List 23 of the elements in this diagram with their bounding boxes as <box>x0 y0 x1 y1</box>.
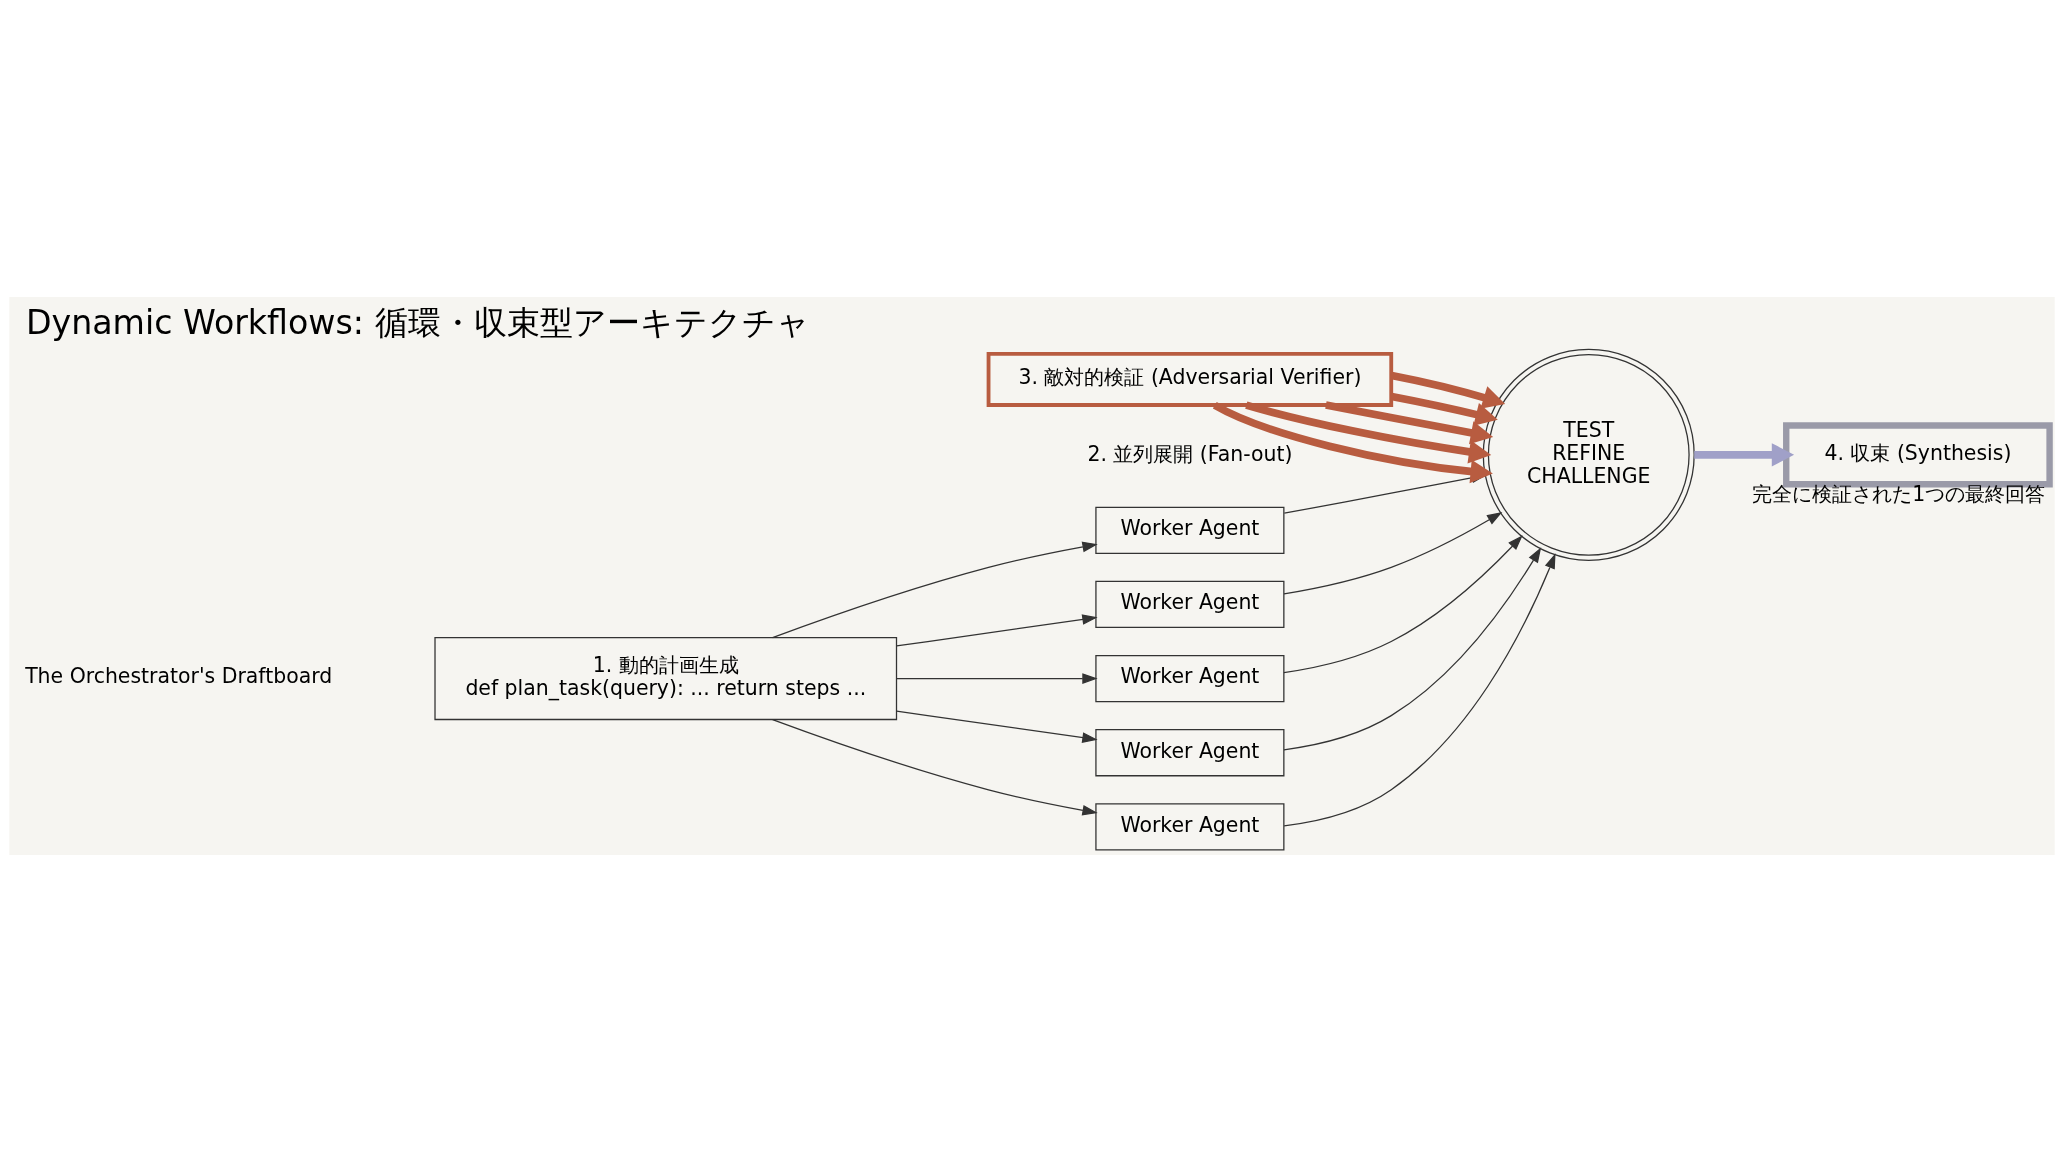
arrow <box>1283 535 1523 674</box>
node-box: 3. 敵対的検証 (Adversarial Verifier) <box>986 351 1394 407</box>
node-box: Worker Agent <box>1095 580 1285 629</box>
arrow <box>1390 371 1506 409</box>
arrow <box>895 710 1098 743</box>
node-box: 1. 動的計画生成 def plan_task(query): ... return steps ... <box>434 637 898 721</box>
arrow <box>1245 401 1492 464</box>
node-box: Worker Agent <box>1095 654 1285 703</box>
arrow <box>771 718 1098 816</box>
arrow <box>1325 401 1494 445</box>
arrow <box>771 541 1098 639</box>
diagram-title: Dynamic Workflows: 循環・収束型アーキテクチャ <box>25 302 810 342</box>
arrow <box>895 673 1098 684</box>
node-box: Worker Agent <box>1095 506 1285 554</box>
node-box: Worker Agent <box>1095 803 1285 851</box>
arrow <box>1283 512 1503 595</box>
node-box: Worker Agent <box>1095 729 1285 777</box>
label: 2. 並列展開 (Fan-out) <box>1087 442 1293 466</box>
label: The Orchestrator's Draftboard <box>25 664 333 689</box>
arrow <box>1283 553 1556 827</box>
arrow <box>895 614 1098 647</box>
arrow <box>1390 392 1498 426</box>
arrow <box>1283 547 1542 751</box>
